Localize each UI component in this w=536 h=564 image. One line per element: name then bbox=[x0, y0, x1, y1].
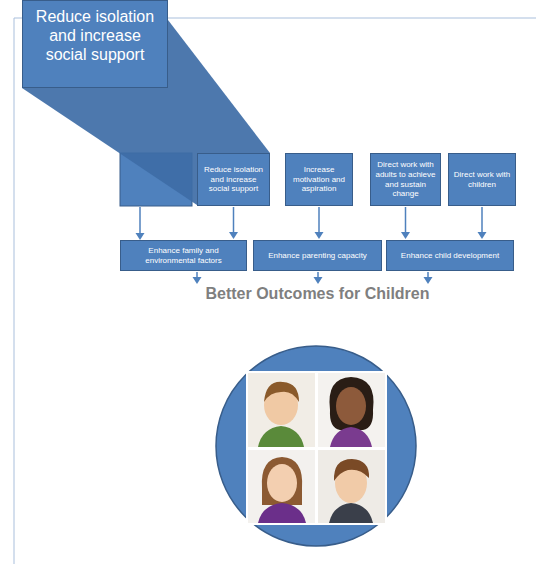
box-text: Direct work with adults to achieve and s… bbox=[374, 160, 437, 198]
arrow-line bbox=[139, 207, 141, 234]
arrow-head bbox=[136, 233, 145, 240]
frame-line bbox=[14, 18, 15, 564]
box-text: Enhance child development bbox=[401, 251, 499, 261]
flow-arrow bbox=[229, 207, 238, 239]
outcome-box: Enhance child development bbox=[386, 240, 514, 271]
box-text: Enhance family and environmental factors bbox=[124, 246, 243, 265]
photo-circle bbox=[216, 346, 416, 546]
box-text: Enhance parenting capacity bbox=[268, 251, 367, 261]
process-box: Direct work with children bbox=[448, 153, 516, 206]
zoom-callout-box: Reduce isolation and increase social sup… bbox=[22, 0, 168, 88]
output-arrows bbox=[193, 272, 433, 284]
process-box: Increase motivation and aspiration bbox=[285, 153, 353, 206]
flow-arrow bbox=[478, 207, 487, 239]
box-text: Reduce isolation and increase social sup… bbox=[29, 7, 161, 65]
process-box: Direct work with adults to achieve and s… bbox=[370, 153, 441, 206]
outcome-heading: Better Outcomes for Children bbox=[120, 284, 515, 303]
flow-arrow bbox=[315, 207, 324, 239]
box-text: Direct work with children bbox=[452, 170, 512, 189]
process-box: Reduce isolation and increase social sup… bbox=[197, 153, 270, 206]
flow-arrow bbox=[401, 207, 410, 239]
outcome-box: Enhance parenting capacity bbox=[253, 240, 382, 271]
box-text: Reduce isolation and increase social sup… bbox=[201, 165, 266, 194]
outcome-box: Enhance family and environmental factors bbox=[120, 240, 247, 271]
box-text: Increase motivation and aspiration bbox=[289, 165, 349, 194]
children-photos bbox=[246, 371, 387, 525]
